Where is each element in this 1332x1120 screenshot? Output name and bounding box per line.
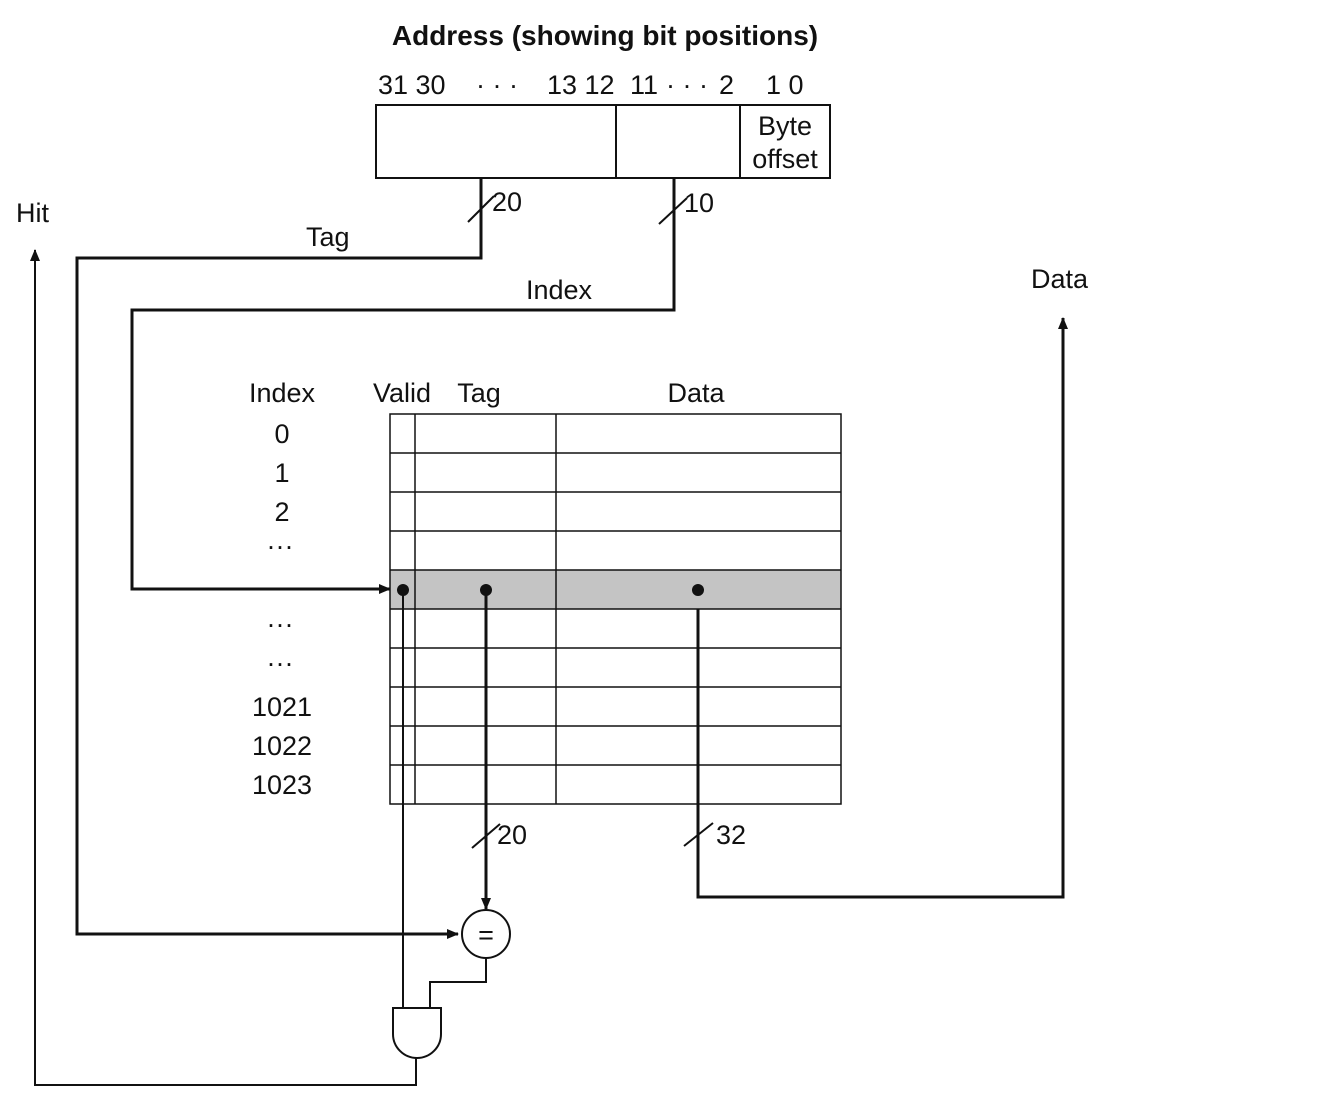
index-signal-label: Index bbox=[526, 275, 593, 305]
byte-offset-label-line1: Byte bbox=[758, 111, 812, 141]
hit-label: Hit bbox=[16, 198, 49, 228]
header-index: Index bbox=[249, 378, 316, 408]
hit-line bbox=[30, 249, 417, 1086]
row-index-label: 1021 bbox=[252, 692, 312, 722]
data-bus-slash bbox=[683, 822, 714, 847]
row-index-label: 1 bbox=[274, 458, 289, 488]
address-title: Address (showing bit positions) bbox=[392, 20, 818, 51]
header-valid: Valid bbox=[373, 378, 431, 408]
index-bus bbox=[130, 178, 676, 594]
index-bus-slash bbox=[658, 197, 688, 225]
bits-dots-1: · · · bbox=[476, 70, 518, 100]
tag-bus bbox=[75, 178, 483, 939]
row-index-label: ··· bbox=[267, 648, 294, 678]
byte-offset-label-line2: offset bbox=[752, 144, 818, 174]
header-tag: Tag bbox=[457, 378, 501, 408]
row-index-label: 1022 bbox=[252, 731, 312, 761]
data-tap-dot bbox=[692, 584, 704, 596]
bits-13-12: 13 12 bbox=[547, 70, 615, 100]
cache-tag-width-label: 20 bbox=[497, 820, 527, 850]
data-width-label: 32 bbox=[716, 820, 746, 850]
row-index-label: 0 bbox=[274, 419, 289, 449]
cache-table bbox=[389, 413, 842, 805]
row-index-label: ··· bbox=[267, 609, 294, 639]
cache-tag-slash bbox=[471, 823, 501, 849]
address-register bbox=[375, 104, 831, 179]
comparator: = bbox=[461, 909, 511, 959]
tag-signal-label: Tag bbox=[306, 222, 350, 252]
comparator-symbol: = bbox=[478, 920, 494, 950]
tag-bus-slash bbox=[467, 195, 495, 223]
row-index-label: 2 bbox=[274, 497, 289, 527]
bits-31-30: 31 30 bbox=[378, 70, 446, 100]
row-index-label: ··· bbox=[267, 531, 294, 561]
tag-width-label: 20 bbox=[492, 187, 522, 217]
compare-result-line bbox=[429, 958, 487, 1008]
index-width-label: 10 bbox=[684, 188, 714, 218]
data-bus bbox=[696, 317, 1068, 899]
data-output-label: Data bbox=[1031, 264, 1089, 294]
header-data: Data bbox=[667, 378, 725, 408]
bits-dots-2: · · · bbox=[666, 70, 708, 100]
selected-row-highlight bbox=[390, 570, 841, 609]
row-index-label: 1023 bbox=[252, 770, 312, 800]
bits-1-0: 1 0 bbox=[766, 70, 804, 100]
bits-2: 2 bbox=[719, 70, 734, 100]
bits-11: 11 bbox=[630, 70, 658, 100]
and-gate bbox=[392, 1007, 442, 1059]
row-index-labels: 0 1 2 ··· ··· ··· 1021 1022 1023 bbox=[252, 419, 312, 800]
